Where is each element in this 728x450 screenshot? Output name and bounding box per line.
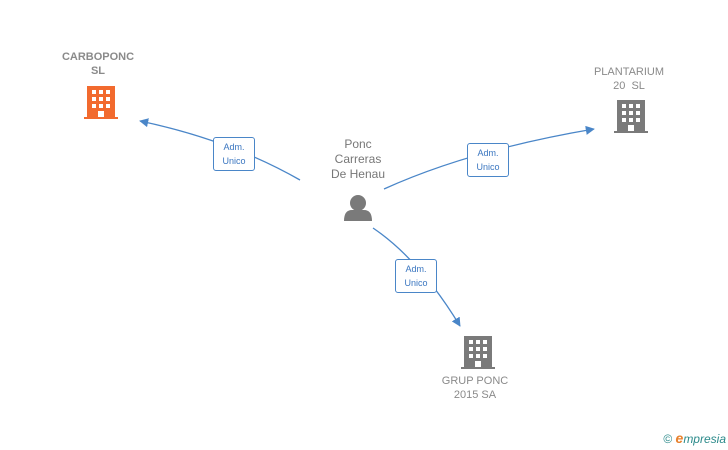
person-name-line1: Ponc: [344, 137, 372, 151]
company-label-carboponc[interactable]: CARBOPONC SL: [48, 50, 148, 78]
company-name-line1: GRUP PONC: [441, 375, 509, 387]
edge-label-plantarium[interactable]: Adm. Unico: [467, 143, 509, 177]
edge-role-line2: Unico: [222, 156, 246, 166]
brand-initial: e: [675, 430, 684, 446]
edge-label-carboponc[interactable]: Adm. Unico: [213, 137, 255, 171]
person-label[interactable]: Ponc Carreras De Henau: [310, 137, 406, 182]
company-name-line1: CARBOPONC: [61, 51, 135, 63]
building-icon-grup-ponc[interactable]: [461, 336, 495, 369]
edge-role-line1: Adm.: [477, 148, 499, 158]
company-label-plantarium[interactable]: PLANTARIUM 20 SL: [579, 65, 679, 93]
brand-rest: mpresia: [683, 432, 726, 446]
building-icon-carboponc[interactable]: [84, 86, 118, 119]
company-name-line2: SL: [90, 65, 106, 77]
person-icon[interactable]: [344, 195, 372, 221]
company-name-line2: 2015 SA: [453, 389, 497, 401]
edge-role-line1: Adm.: [223, 142, 245, 152]
person-name-line3: De Henau: [330, 167, 386, 181]
edge-role-line2: Unico: [476, 162, 500, 172]
person-name-line2: Carreras: [334, 152, 382, 166]
edge-label-grup-ponc[interactable]: Adm. Unico: [395, 259, 437, 293]
company-label-grup-ponc[interactable]: GRUP PONC 2015 SA: [425, 374, 525, 402]
copyright-symbol: ©: [663, 432, 673, 446]
empresia-logo: © empresia: [663, 430, 726, 446]
company-name-line1: PLANTARIUM: [593, 66, 665, 78]
edge-role-line2: Unico: [404, 278, 428, 288]
company-name-line2: 20 SL: [613, 80, 645, 92]
building-icon-plantarium[interactable]: [614, 100, 648, 133]
edge-role-line1: Adm.: [405, 264, 427, 274]
